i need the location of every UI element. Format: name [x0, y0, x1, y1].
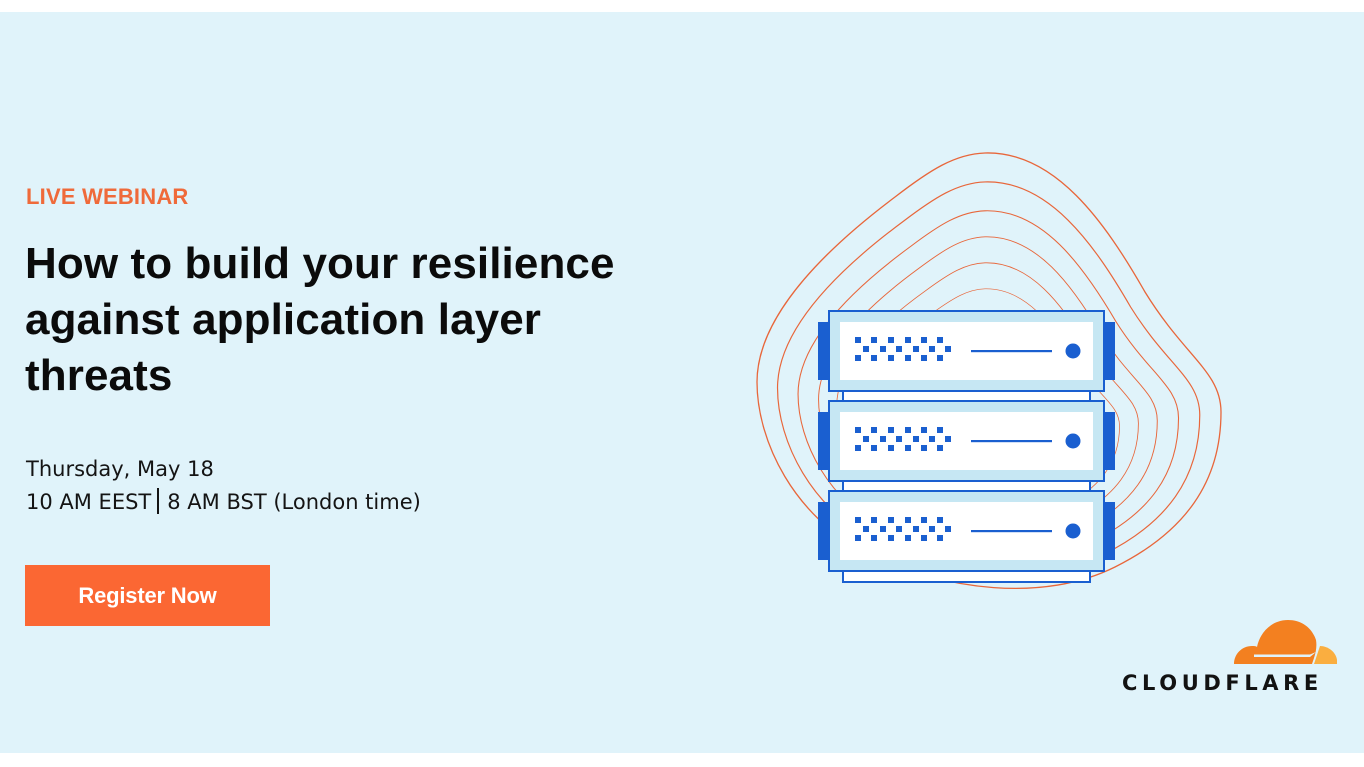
rack-base: [842, 570, 1091, 583]
event-time: 10 AM EEST 8 AM BST (London time): [26, 486, 421, 519]
event-date: Thursday, May 18: [26, 457, 214, 481]
server-unit-3: [817, 490, 1116, 572]
title-line-2: against application layer: [25, 295, 541, 344]
register-now-button[interactable]: Register Now: [25, 565, 270, 626]
eyebrow-label: LIVE WEBINAR: [26, 184, 189, 209]
webinar-title: How to build your resilience against app…: [25, 236, 685, 404]
server-unit-1: [817, 310, 1116, 392]
cloudflare-wordmark: CLOUDFLARE: [1122, 671, 1323, 695]
webinar-banner: LIVE WEBINAR How to build your resilienc…: [0, 12, 1364, 753]
title-line-3: threats: [25, 351, 173, 400]
time-separator: [157, 488, 160, 514]
server-unit-2: [817, 400, 1116, 482]
cloudflare-logo[interactable]: CLOUDFLARE: [1118, 616, 1344, 698]
title-line-1: How to build your resilience: [25, 239, 615, 288]
contour-1: [756, 152, 1222, 590]
server-rack-illustration: [756, 152, 1222, 590]
event-time-london: 8 AM BST (London time): [167, 490, 421, 514]
event-time-local: 10 AM EEST: [26, 490, 152, 514]
event-schedule: Thursday, May 18 10 AM EEST 8 AM BST (Lon…: [26, 453, 421, 519]
cloud-icon: [1234, 620, 1337, 664]
